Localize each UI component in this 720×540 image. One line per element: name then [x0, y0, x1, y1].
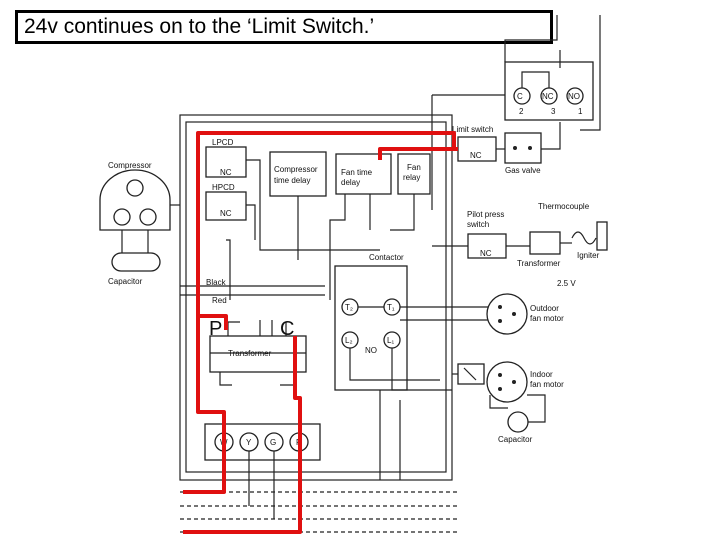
terminal-g-label: G — [270, 438, 276, 447]
limit-switch-label: Limit switch — [452, 125, 493, 134]
relay-nc-label: NC — [542, 92, 554, 101]
control-transformer — [209, 335, 307, 373]
black-wire-label: Black — [206, 278, 227, 287]
highlight-24v-branch — [378, 147, 458, 160]
relay-no-label: NO — [568, 92, 580, 101]
indoor-fan-motor — [486, 361, 528, 403]
outdoor-fan-label-2: fan motor — [530, 314, 564, 323]
contactor — [334, 265, 408, 391]
relay-n1: 1 — [578, 107, 583, 116]
pilot-switch-label: switch — [467, 220, 489, 229]
thermocouple — [596, 221, 608, 251]
fan-relay-label-2: relay — [403, 173, 420, 182]
ignition-transformer — [529, 231, 561, 255]
comp-delay-label-1: Compressor — [274, 165, 318, 174]
t2-label: T₂ — [345, 303, 353, 312]
hpcd-switch — [205, 191, 247, 221]
transformer-label: Transformer — [228, 349, 272, 358]
hpcd-nc: NC — [220, 209, 232, 218]
lpcd-nc: NC — [220, 168, 232, 177]
indoor-fan-label-2: fan motor — [530, 380, 564, 389]
pilot-press-label: Pilot press — [467, 210, 504, 219]
contactor-label: Contactor — [369, 253, 404, 262]
fan-delay-label-2: delay — [341, 178, 360, 187]
pilot-switch-nc: NC — [480, 249, 492, 258]
l1-label: L₁ — [387, 336, 394, 345]
comp-delay-label-2: time delay — [274, 176, 310, 185]
indoor-fan-switch — [457, 363, 485, 385]
transformer-side-label: Transformer — [517, 259, 561, 268]
contactor-no: NO — [365, 346, 377, 355]
compressor-capacitor-label: Capacitor — [108, 277, 143, 286]
limit-switch-nc: NC — [470, 151, 482, 160]
indoor-fan-label-1: Indoor — [530, 370, 553, 379]
t1-label: T₁ — [387, 303, 395, 312]
relay-n3: 3 — [551, 107, 556, 116]
slide-title: 24v continues on to the ‘Limit Switch.’ — [15, 10, 553, 44]
highlight-24v-path — [183, 336, 302, 534]
pilot-press-switch — [467, 233, 507, 259]
thermocouple-label: Thermocouple — [538, 202, 590, 211]
compressor — [99, 169, 171, 231]
igniter-label: Igniter — [577, 251, 600, 260]
fan-delay-label-1: Fan time — [341, 168, 373, 177]
outdoor-fan-motor — [486, 293, 528, 335]
control-panel-outline — [179, 114, 453, 481]
secondary-c-label: C — [280, 318, 294, 340]
compressor-label: Compressor — [108, 161, 152, 170]
outdoor-fan-label-1: Outdoor — [530, 304, 559, 313]
gas-valve-label: Gas valve — [505, 166, 541, 175]
lpcd-label: LPCD — [212, 138, 234, 147]
indoor-capacitor — [507, 411, 529, 433]
relay-c-label: C — [517, 92, 523, 101]
relay-terminal-no — [566, 87, 584, 105]
red-wire-label: Red — [212, 296, 227, 305]
control-panel-inner — [185, 121, 447, 473]
fan-relay-label-1: Fan — [407, 163, 421, 172]
compressor-time-delay — [269, 151, 327, 197]
fan-time-delay — [335, 153, 392, 195]
fan-relay — [397, 153, 431, 195]
gas-valve — [504, 132, 542, 164]
indoor-capacitor-label: Capacitor — [498, 435, 533, 444]
compressor-capacitor — [111, 252, 161, 272]
relay-n2: 2 — [519, 107, 524, 116]
primary-p-label: P — [209, 318, 222, 340]
lpcd-switch — [205, 146, 247, 178]
highlight-w-return — [183, 316, 226, 494]
volts-label: 2.5 V — [557, 279, 576, 288]
terminal-y-label: Y — [246, 438, 252, 447]
hpcd-label: HPCD — [212, 183, 235, 192]
l2-label: L₂ — [345, 336, 353, 345]
